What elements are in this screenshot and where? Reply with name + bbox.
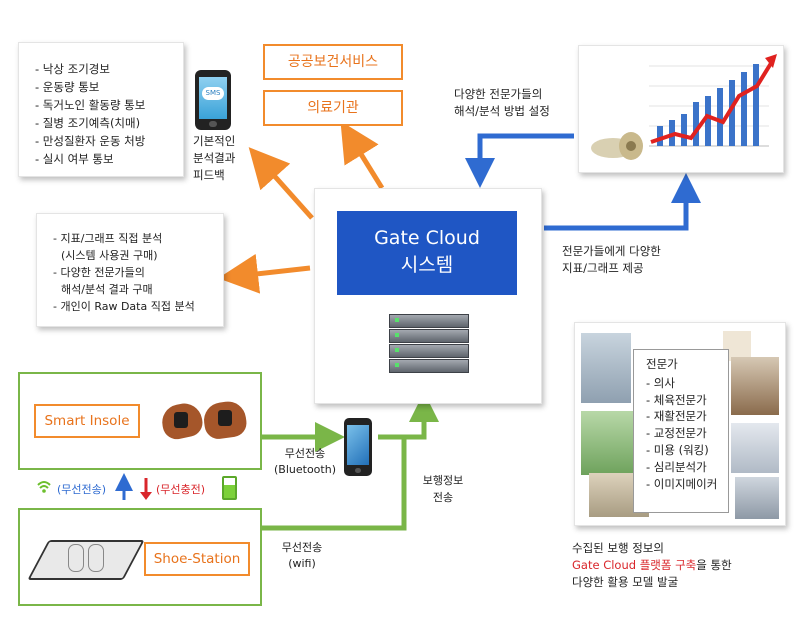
bluetooth-label: 무선전송 (Bluetooth) bbox=[274, 447, 336, 476]
bottom-right-caption: 수집된 보행 정보의 Gate Cloud 플랫폼 구축을 통한 다양한 활용 … bbox=[572, 541, 732, 589]
battery-icon bbox=[222, 476, 237, 500]
public-health-service-box: 공공보건서비스 bbox=[263, 44, 403, 80]
top-left-list-box: - 낙상 조기경보 - 운동량 통보 - 독거노인 활동량 통보 - 질병 조기… bbox=[18, 42, 184, 177]
list-item: - 독거노인 활동량 통보 bbox=[35, 98, 146, 112]
list-item: - 실시 여부 통보 bbox=[35, 152, 114, 166]
smartphone-icon bbox=[344, 418, 372, 476]
list-item: - 재활전문가 bbox=[646, 409, 707, 424]
experts-title: 전문가 bbox=[646, 357, 678, 371]
list-item: - 질병 조기예측(치매) bbox=[35, 116, 141, 130]
server-icon bbox=[389, 314, 469, 378]
sms-bubble-icon: SMS bbox=[202, 87, 224, 100]
arrow-to-phone bbox=[248, 147, 314, 220]
arrow-phone-to-center bbox=[378, 392, 439, 440]
wireless-transfer-label: (무선전송) bbox=[57, 483, 107, 496]
list-item: - 지표/그래프 직접 분석 bbox=[53, 232, 163, 245]
list-item: - 낙상 조기경보 bbox=[35, 62, 110, 76]
arrow-down-red-head bbox=[140, 492, 152, 500]
shoe-station-panel: Shoe-Station bbox=[18, 508, 262, 606]
list-item: - 심리분석가 bbox=[646, 459, 707, 474]
gate-cloud-system-panel: Gate Cloud 시스템 bbox=[314, 188, 542, 404]
charging-pad-icon bbox=[27, 530, 145, 586]
smart-insole-label: Smart Insole bbox=[34, 404, 140, 438]
wireless-charge-label: (무선충전) bbox=[156, 483, 206, 496]
mid-left-list-box: - 지표/그래프 직접 분석 (시스템 사용권 구매) - 다양한 전문가들의 … bbox=[36, 213, 224, 327]
gait-transfer-label: 보행정보 전송 bbox=[422, 474, 464, 504]
phone-feedback-label: 기본적인 분석결과 피드백 bbox=[193, 134, 236, 182]
list-item: - 이미지메이커 bbox=[646, 476, 718, 491]
list-item: - 다양한 전문가들의 bbox=[53, 266, 145, 279]
wifi-icon bbox=[36, 478, 52, 494]
medical-institution-box: 의료기관 bbox=[263, 90, 403, 126]
list-item: - 만성질환자 운동 처방 bbox=[35, 134, 146, 148]
wifi-label: 무선전송 (wifi) bbox=[281, 541, 323, 570]
gate-cloud-title-box: Gate Cloud 시스템 bbox=[337, 211, 517, 295]
rising-chart-icon bbox=[578, 45, 784, 173]
smart-insole-panel: Smart Insole bbox=[18, 372, 262, 470]
right-mid-label: 전문가들에게 다양한 지표/그래프 제공 bbox=[562, 244, 661, 275]
arrow-to-midleft bbox=[218, 253, 311, 294]
list-item: - 체육전문가 bbox=[646, 392, 707, 407]
list-item: - 의사 bbox=[646, 375, 675, 390]
arrow-center-to-chart bbox=[544, 173, 701, 231]
top-right-label: 다양한 전문가들의 해석/분석 방법 설정 bbox=[454, 87, 550, 118]
experts-collage: 전문가 - 의사 - 체육전문가 - 재활전문가 - 교정전문가 - 미용 (워… bbox=[574, 322, 786, 526]
arrow-chart-to-center bbox=[465, 133, 574, 188]
arrow-station-to-center bbox=[262, 437, 407, 531]
list-item: - 미용 (워킹) bbox=[646, 442, 709, 457]
list-item: - 운동량 통보 bbox=[35, 80, 100, 94]
list-item: - 개인이 Raw Data 직접 분석 bbox=[53, 300, 195, 313]
smartphone-icon: SMS bbox=[195, 70, 231, 130]
list-item: 해석/분석 결과 구매 bbox=[61, 283, 153, 296]
insole-icon bbox=[158, 398, 250, 444]
list-item: - 교정전문가 bbox=[646, 426, 707, 441]
experts-list-box: 전문가 - 의사 - 체육전문가 - 재활전문가 - 교정전문가 - 미용 (워… bbox=[633, 349, 729, 513]
shoe-station-label: Shoe-Station bbox=[144, 542, 250, 576]
arrow-to-medical bbox=[340, 121, 385, 190]
list-item: (시스템 사용권 구매) bbox=[61, 249, 158, 262]
